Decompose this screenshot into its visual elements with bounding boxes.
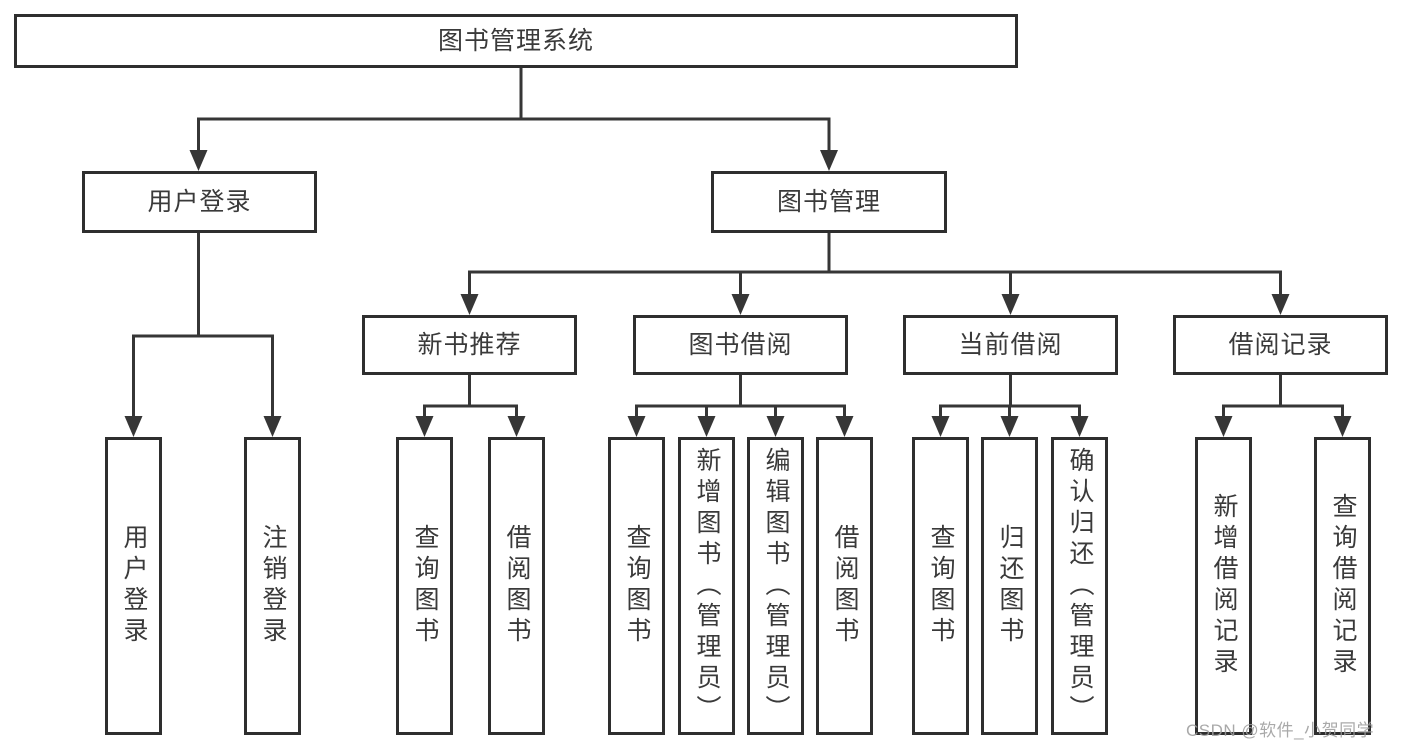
leaf-add-books-admin: 新增图书（管理员） bbox=[678, 437, 735, 735]
csdn-watermark: CSDN @软件_小贺同学 bbox=[1186, 721, 1375, 740]
leaf-return-books: 归还图书 bbox=[981, 437, 1038, 735]
leaf-label: 用户登录 bbox=[120, 524, 148, 648]
leaf-borrow-books: 借阅图书 bbox=[816, 437, 873, 735]
leaf-label: 注销登录 bbox=[259, 524, 287, 648]
leaf-user-login: 用户登录 bbox=[105, 437, 162, 735]
leaf-label: 新增图书（管理员） bbox=[693, 446, 721, 726]
leaf-query-books: 查询图书 bbox=[396, 437, 453, 735]
leaf-query-books: 查询图书 bbox=[608, 437, 665, 735]
node-library-management-system: 图书管理系统 bbox=[14, 14, 1018, 68]
node-label: 用户登录 bbox=[147, 187, 252, 216]
node-book-borrow: 图书借阅 bbox=[633, 315, 848, 375]
node-label: 图书管理 bbox=[776, 187, 881, 216]
leaf-label: 查询借阅记录 bbox=[1329, 493, 1357, 679]
leaf-label: 新增借阅记录 bbox=[1210, 493, 1238, 679]
leaf-logout: 注销登录 bbox=[244, 437, 301, 735]
leaf-label: 查询图书 bbox=[411, 524, 439, 648]
leaf-label: 查询图书 bbox=[927, 524, 955, 648]
node-current-borrow: 当前借阅 bbox=[903, 315, 1118, 375]
leaf-confirm-return-admin: 确认归还（管理员） bbox=[1051, 437, 1108, 735]
node-label: 新书推荐 bbox=[417, 330, 522, 359]
node-borrow-records: 借阅记录 bbox=[1173, 315, 1388, 375]
leaf-add-borrow-record: 新增借阅记录 bbox=[1195, 437, 1252, 735]
node-label: 图书借阅 bbox=[688, 330, 793, 359]
leaf-label: 借阅图书 bbox=[503, 524, 531, 648]
node-book-management-branch: 图书管理 bbox=[711, 171, 947, 233]
leaf-borrow-books: 借阅图书 bbox=[488, 437, 545, 735]
leaf-edit-books-admin: 编辑图书（管理员） bbox=[747, 437, 804, 735]
node-user-login-branch: 用户登录 bbox=[82, 171, 317, 233]
leaf-label: 借阅图书 bbox=[831, 524, 859, 648]
leaf-label: 归还图书 bbox=[996, 524, 1024, 648]
leaf-query-borrow-record: 查询借阅记录 bbox=[1314, 437, 1371, 735]
node-label: 图书管理系统 bbox=[437, 26, 594, 55]
leaf-label: 查询图书 bbox=[623, 524, 651, 648]
node-new-book-recommend: 新书推荐 bbox=[362, 315, 577, 375]
node-label: 当前借阅 bbox=[958, 330, 1063, 359]
node-label: 借阅记录 bbox=[1228, 330, 1333, 359]
leaf-label: 编辑图书（管理员） bbox=[762, 446, 790, 726]
leaf-label: 确认归还（管理员） bbox=[1066, 446, 1094, 726]
leaf-query-books: 查询图书 bbox=[912, 437, 969, 735]
